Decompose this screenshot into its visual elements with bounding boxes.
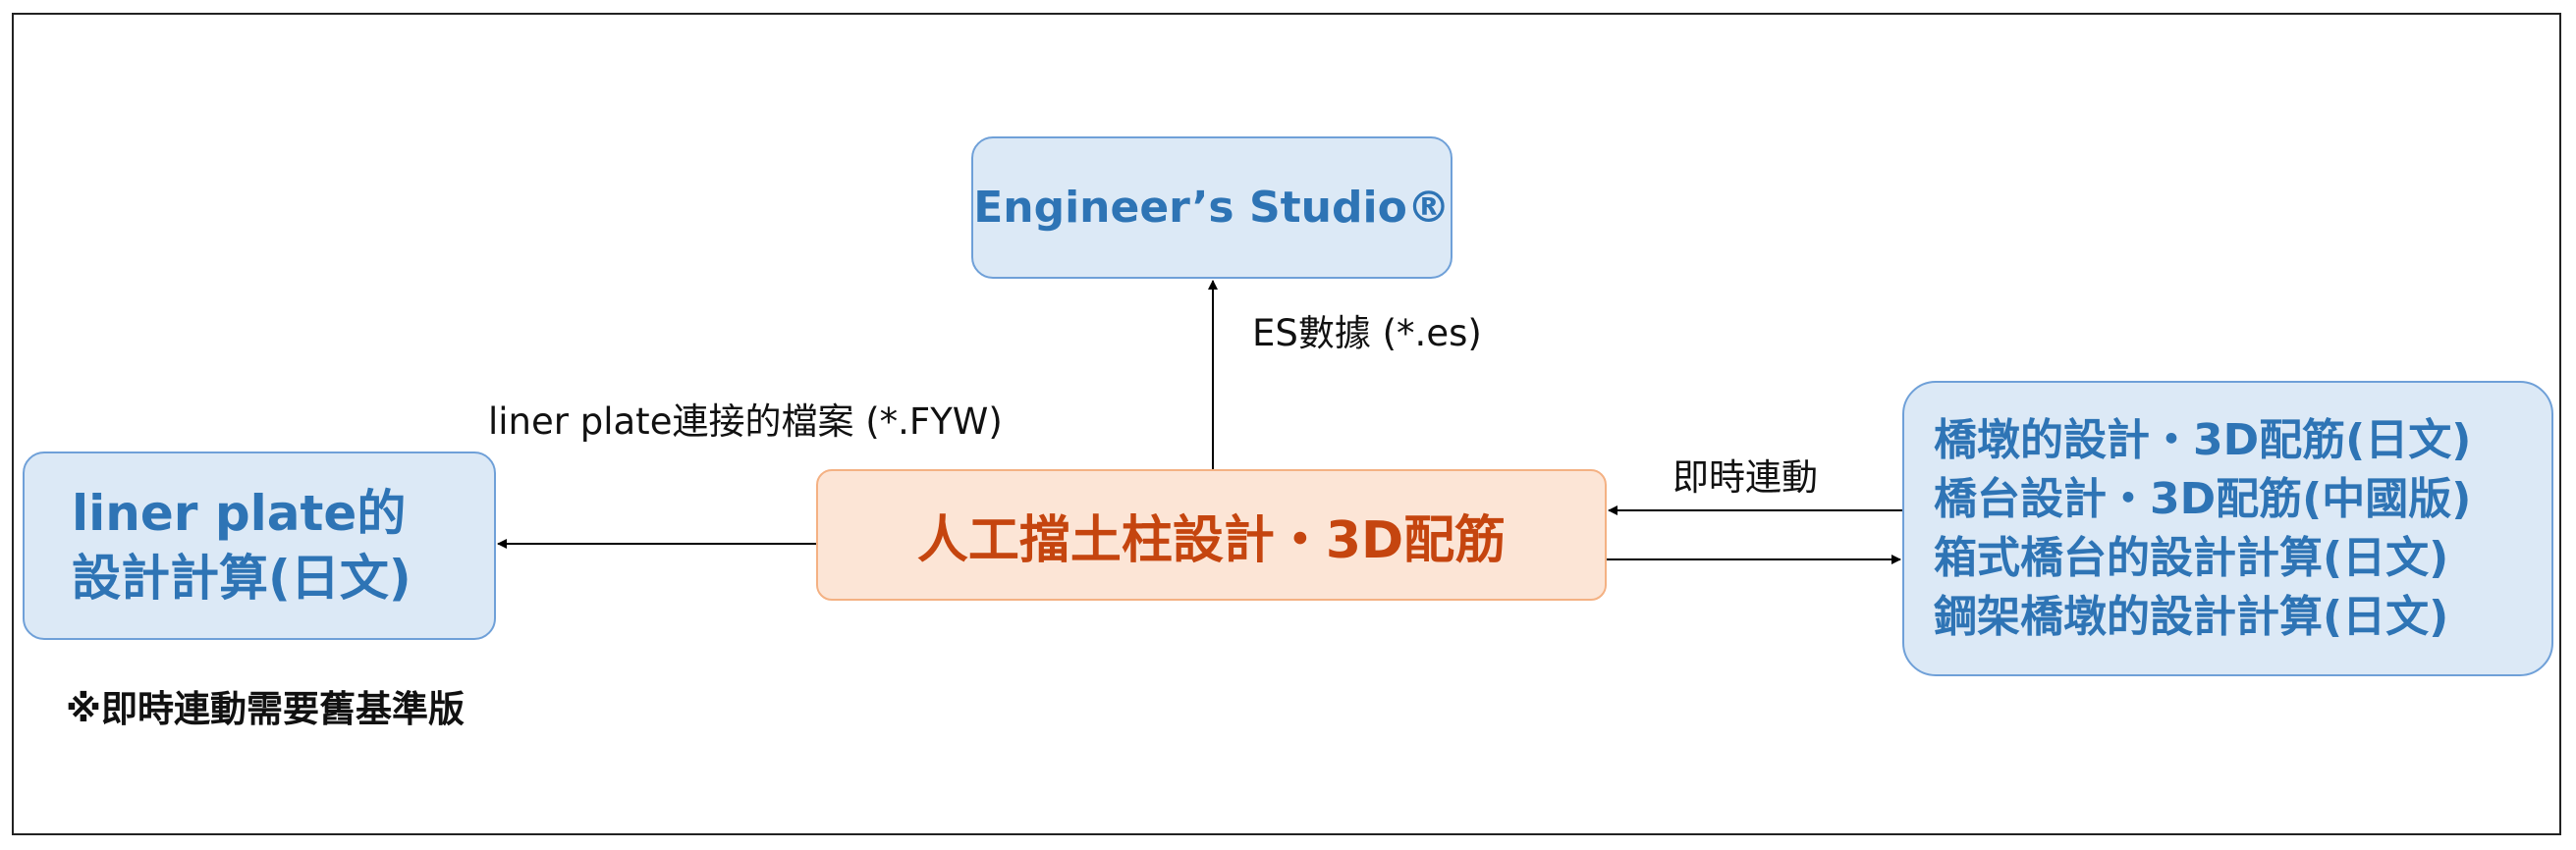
related-product-item: 鋼架橋墩的設計計算(日文) bbox=[1934, 591, 2449, 642]
realtime-link-edge-label: 即時連動 bbox=[1672, 456, 1818, 499]
diagram-frame bbox=[12, 13, 2561, 835]
related-product-item: 箱式橋台的設計計算(日文) bbox=[1934, 532, 2449, 583]
retaining-pile-design-label: 人工擋土柱設計・3D配筋 bbox=[916, 510, 1507, 570]
retaining-pile-design-node: 人工擋土柱設計・3D配筋 bbox=[816, 469, 1607, 601]
es-data-edge-label: ES數據 (*.es) bbox=[1252, 312, 1482, 354]
related-product-item: 橋台設計・3D配筋(中國版) bbox=[1934, 473, 2472, 524]
liner-plate-label-line-1: liner plate的 bbox=[72, 485, 407, 542]
related-product-item: 橋墩的設計・3D配筋(日文) bbox=[1934, 414, 2472, 465]
footnote: ※即時連動需要舊基準版 bbox=[66, 688, 465, 730]
related-products-node: 橋墩的設計・3D配筋(日文) 橋台設計・3D配筋(中國版) 箱式橋台的設計計算(… bbox=[1902, 381, 2553, 676]
engineers-studio-node: Engineer’s Studio® bbox=[971, 136, 1452, 279]
fyw-file-edge-label: liner plate連接的檔案 (*.FYW) bbox=[488, 400, 1003, 443]
liner-plate-node: liner plate的 設計計算(日文) bbox=[23, 452, 496, 640]
engineers-studio-label: Engineer’s Studio® bbox=[973, 183, 1451, 233]
liner-plate-label-line-2: 設計計算(日文) bbox=[72, 550, 411, 607]
